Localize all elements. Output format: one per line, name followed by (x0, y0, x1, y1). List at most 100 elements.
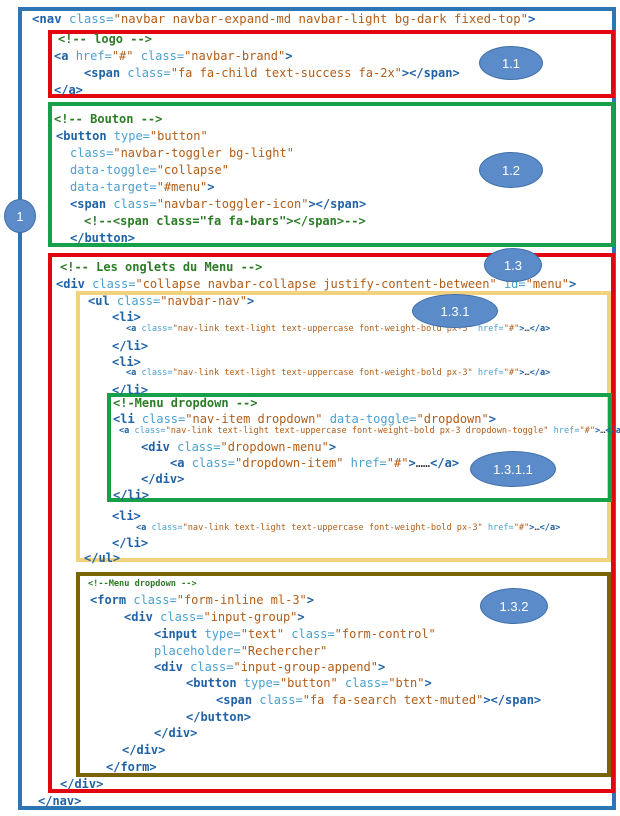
code-token: </li> (112, 536, 149, 550)
code-line: data-target="#menu"> (70, 181, 215, 193)
code-token: > (528, 12, 536, 26)
code-token: </a> (605, 426, 620, 436)
code-line: <!--<span class="fa fa-bars"></span>--> (84, 215, 366, 227)
code-token: "nav-link text-light text-uppercase font… (165, 426, 554, 436)
code-line: <div class="input-group"> (124, 611, 305, 623)
code-line: <nav class="navbar navbar-expand-md navb… (32, 13, 535, 25)
code-token: </div> (154, 726, 198, 740)
code-line: </div> (141, 473, 184, 485)
code-line: </button> (70, 232, 135, 244)
code-token: class= (141, 368, 173, 378)
code-token: "#" (579, 426, 596, 436)
code-line: </button> (186, 711, 251, 723)
code-token: "navbar-toggler bg-light" (113, 146, 294, 160)
code-line: </div> (60, 778, 103, 790)
code-token: … (524, 368, 530, 378)
code-token: </div> (141, 472, 185, 486)
code-token: …… (415, 456, 431, 470)
badge-dropdown: 1.3.1.1 (470, 451, 556, 487)
code-token: class= (140, 49, 185, 63)
code-line: <li> (112, 510, 141, 522)
code-token: <a (126, 324, 142, 334)
code-token: class= (259, 693, 303, 707)
code-token: <div (56, 277, 93, 291)
code-token: "dropdown-menu" (220, 440, 329, 454)
code-line: <span class="fa fa-child text-success fa… (84, 67, 460, 79)
code-token: "#" (386, 456, 409, 470)
code-token: <nav (32, 12, 70, 26)
logo-frame (48, 30, 615, 98)
code-token: </nav> (38, 794, 82, 808)
code-line: <div class="collapse navbar-collapse jus… (56, 278, 576, 290)
code-line: </li> (112, 537, 148, 549)
code-token: class= (141, 324, 173, 334)
code-token: "dropdown" (416, 412, 489, 426)
code-line: </li> (112, 340, 148, 352)
code-token: <a (136, 523, 152, 533)
code-token: … (534, 523, 540, 533)
code-token: … (524, 324, 530, 334)
code-line: <li> (112, 356, 141, 368)
code-token: "#menu" (156, 180, 208, 194)
code-token: class= (116, 294, 161, 308)
code-token: href= (477, 368, 504, 378)
code-token: "nav-link text-light text-uppercase font… (172, 368, 478, 378)
code-line: <div class="input-group-append"> (154, 661, 385, 673)
code-token: </li> (113, 488, 150, 502)
code-token: class= (191, 456, 236, 470)
code-token: "Rechercher" (240, 644, 328, 658)
code-token: "#" (503, 324, 520, 334)
code-token: "collapse" (156, 163, 229, 177)
code-token: data-target= (70, 180, 157, 194)
code-token: <!-Menu dropdown --> (113, 396, 258, 410)
code-token: <span (216, 693, 260, 707)
badge-menu: 1.3 (484, 248, 542, 282)
code-token: class= (70, 146, 114, 160)
menu-frame (48, 253, 615, 793)
code-token: </a> (54, 83, 83, 97)
badge-root: 1 (4, 199, 36, 233)
code-token: <button (186, 676, 244, 690)
code-token: class= (291, 627, 335, 641)
code-token: "#" (513, 523, 530, 533)
code-token: class= (134, 426, 166, 436)
code-token: > (306, 593, 314, 607)
code-token: </button> (186, 710, 252, 724)
code-token: <!-- Les onglets du Menu --> (60, 260, 263, 274)
code-token: class= (151, 523, 183, 533)
code-token: "fa fa-search text-muted" (302, 693, 484, 707)
code-line: <ul class="navbar-nav"> (88, 295, 254, 307)
code-line: <a class="nav-link text-light text-upper… (136, 524, 560, 533)
code-token: <div (154, 660, 191, 674)
code-line: </a> (54, 84, 83, 96)
code-token: "nav-item dropdown" (185, 412, 330, 426)
code-token: <form (90, 593, 134, 607)
code-token: "menu" (525, 277, 569, 291)
dropdown-frame (107, 393, 612, 502)
code-line: <button type="button" class="btn"> (186, 677, 432, 689)
code-token: href= (477, 324, 504, 334)
code-token: > (297, 610, 305, 624)
code-token: > (519, 324, 525, 334)
code-token: class= (344, 676, 389, 690)
code-token: class= (133, 593, 177, 607)
code-line: </div> (122, 744, 165, 756)
code-token: "navbar navbar-expand-md navbar-light bg… (113, 12, 529, 26)
code-token: </div> (60, 777, 104, 791)
code-token: class= (190, 660, 234, 674)
code-token: <a (170, 456, 192, 470)
code-token: </ul> (84, 551, 121, 565)
code-token: data-toggle= (70, 163, 157, 177)
code-token: "form-control" (334, 627, 436, 641)
code-token: <li> (112, 509, 141, 523)
code-token: </a> (529, 324, 551, 334)
code-line: class="navbar-toggler bg-light" (70, 147, 294, 159)
code-line: <span class="fa fa-search text-muted"></… (216, 694, 541, 706)
badge-logo: 1.1 (479, 46, 543, 80)
code-line: <span class="navbar-toggler-icon"></span… (70, 198, 366, 210)
code-token: type= (113, 129, 150, 143)
code-line: </ul> (84, 552, 120, 564)
code-token: "navbar-nav" (160, 294, 247, 308)
code-token: <ul (88, 294, 117, 308)
badge-nav-list: 1.3.1 (412, 294, 498, 328)
